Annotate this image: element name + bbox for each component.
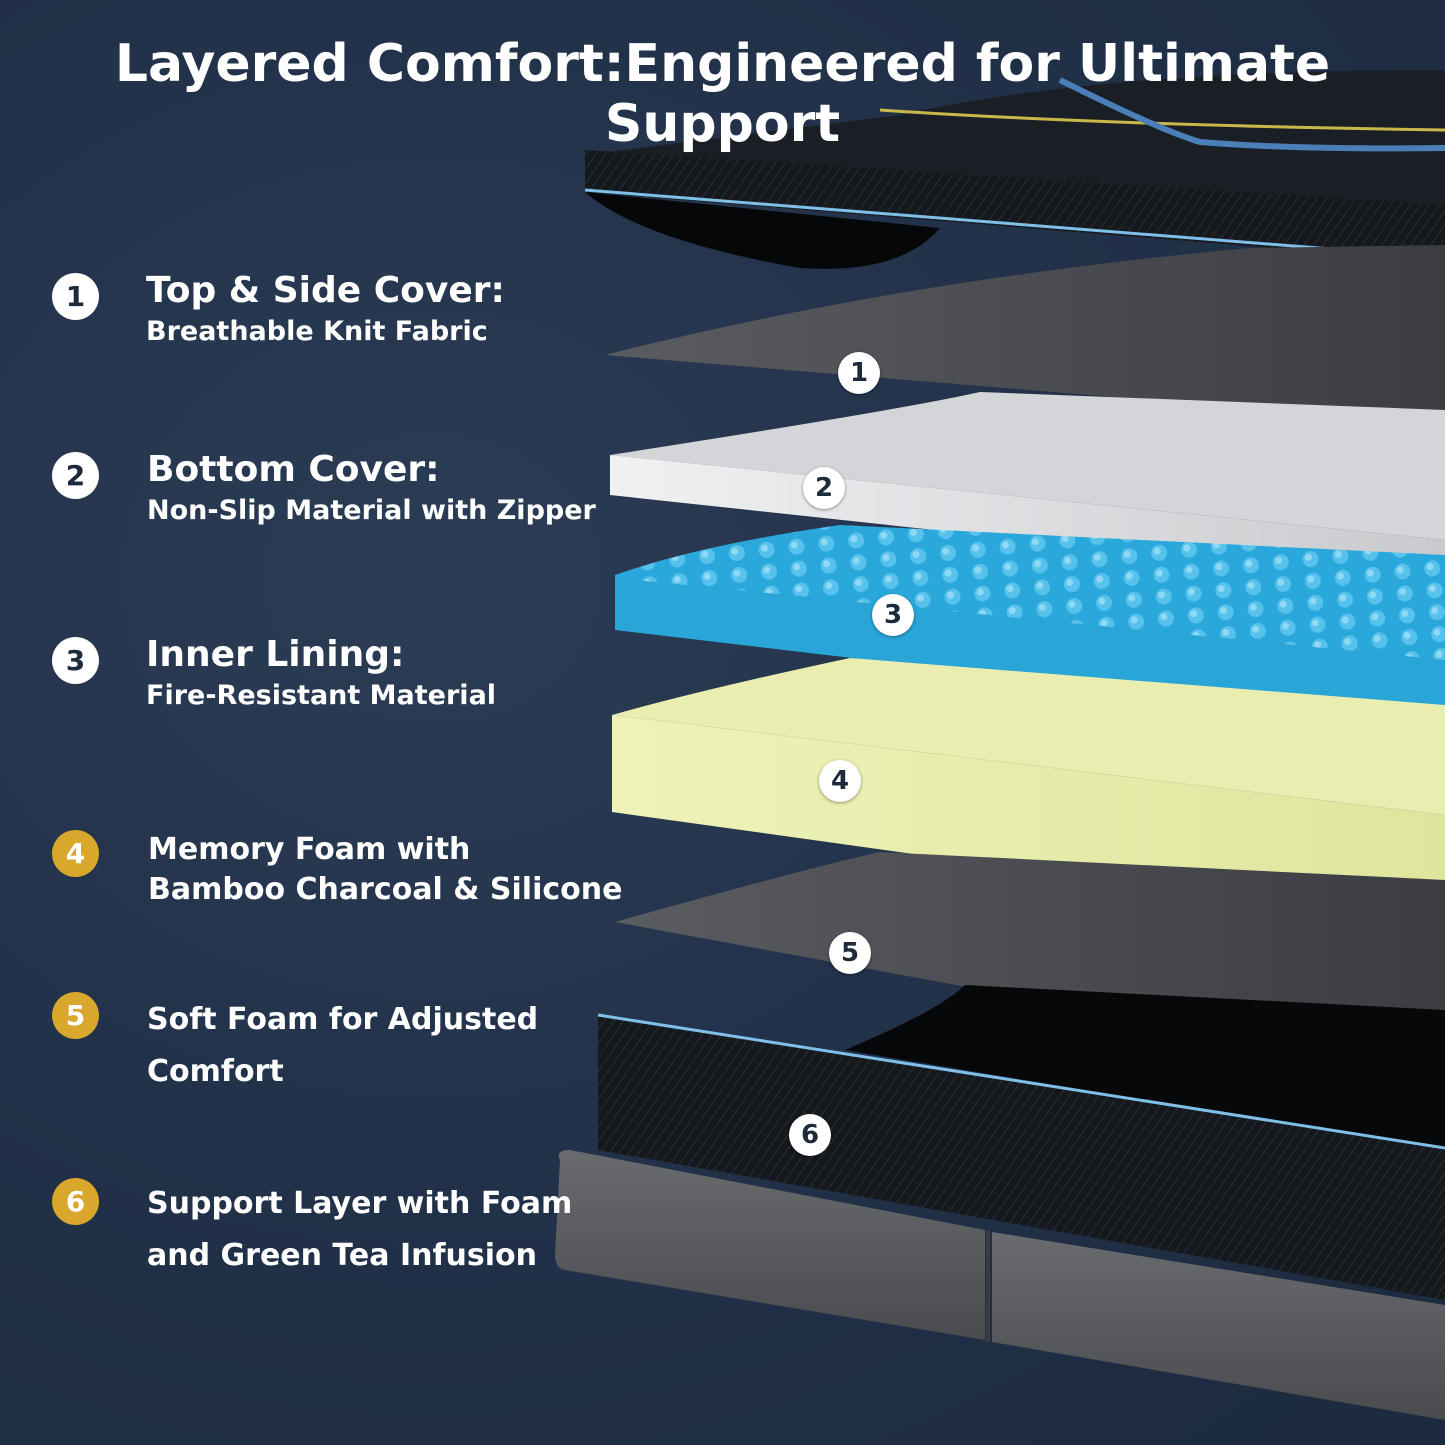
- layer-marker-5: 5: [829, 932, 871, 974]
- layer-marker-6: 6: [789, 1114, 831, 1156]
- layer-marker-2: 2: [803, 467, 845, 509]
- feature-line-4a: Memory Foam with: [148, 832, 471, 867]
- layer-marker-4: 4: [819, 760, 861, 802]
- layer-marker-3: 3: [872, 594, 914, 636]
- feature-heading-2: Bottom Cover:: [147, 449, 440, 490]
- feature-heading-1: Top & Side Cover:: [146, 270, 505, 311]
- feature-line-4b: Bamboo Charcoal & Silicone: [148, 872, 623, 907]
- number-badge-3: 3: [52, 637, 99, 684]
- layer-marker-1: 1: [838, 352, 880, 394]
- number-badge-1: 1: [52, 273, 99, 320]
- number-badge-5: 5: [52, 992, 99, 1039]
- layer-1-sheet: [605, 245, 1445, 435]
- top-cover-layer: [584, 70, 1445, 269]
- base-frame: [555, 1150, 1445, 1420]
- feature-sub-2: Non-Slip Material with Zipper: [147, 495, 596, 526]
- feature-line-5b: Comfort: [147, 1054, 284, 1089]
- feature-sub-1: Breathable Knit Fabric: [146, 316, 488, 347]
- number-badge-4: 4: [52, 830, 99, 877]
- feature-line-5a: Soft Foam for Adjusted: [147, 1002, 539, 1037]
- feature-sub-3: Fire-Resistant Material: [146, 680, 497, 711]
- feature-line-6b: and Green Tea Infusion: [147, 1238, 537, 1273]
- layer-6-support: [597, 985, 1445, 1300]
- number-badge-2: 2: [52, 452, 99, 499]
- page-title: Layered Comfort:Engineered for Ultimate …: [114, 34, 1331, 154]
- feature-line-6a: Support Layer with Foam: [147, 1186, 573, 1221]
- number-badge-6: 6: [52, 1178, 99, 1225]
- feature-heading-3: Inner Lining:: [146, 634, 405, 675]
